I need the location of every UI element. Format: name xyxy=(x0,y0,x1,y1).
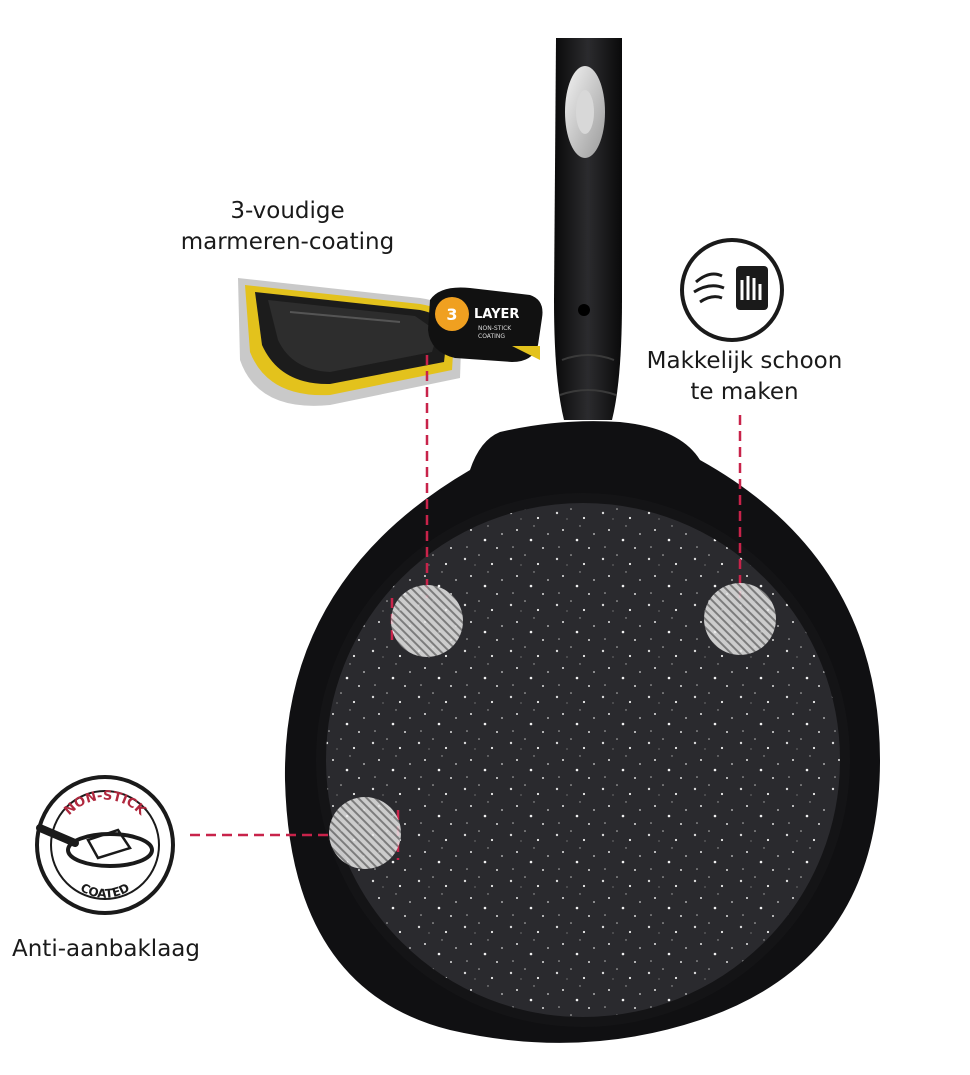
coating-feature-label: 3-voudige marmeren-coating xyxy=(165,196,410,258)
easy-clean-feature-label: Makkelijk schoon te maken xyxy=(632,346,857,408)
layer-badge-sub2: COATING xyxy=(478,333,505,340)
layer-badge-number: 3 xyxy=(446,305,457,324)
wipe-hand-icon xyxy=(680,238,784,342)
easy-clean-feature-line1: Makkelijk schoon xyxy=(646,348,843,374)
coating-callout-marker xyxy=(391,585,463,657)
layer-badge-title: LAYER xyxy=(474,307,519,322)
layer-badge: 3 LAYER NON-STICK COATING xyxy=(428,287,543,362)
svg-text:COATED: COATED xyxy=(78,881,132,901)
easy-clean-callout-marker xyxy=(704,583,776,655)
pan-body xyxy=(284,421,880,1043)
nonstick-feature-label: Anti-aanbaklaag xyxy=(0,934,212,965)
layer-badge-sub1: NON-STICK xyxy=(478,325,512,332)
easy-clean-feature-line2: te maken xyxy=(690,379,799,405)
pan-handle xyxy=(554,38,622,420)
nonstick-badge-bottom: COATED xyxy=(78,881,132,901)
coating-feature-line1: 3-voudige xyxy=(230,198,345,224)
frying-pan-icon: NON-STICK COATED xyxy=(35,775,175,915)
coating-cross-section xyxy=(238,278,462,406)
coating-feature-line2: marmeren-coating xyxy=(180,229,395,255)
nonstick-callout-marker xyxy=(329,797,401,869)
nonstick-feature-text: Anti-aanbaklaag xyxy=(12,936,200,962)
